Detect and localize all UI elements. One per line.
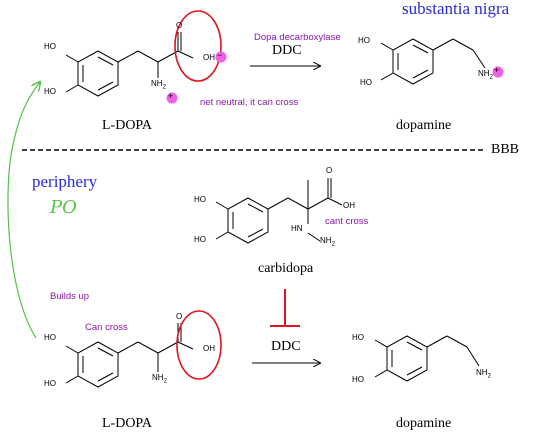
dopamine-bottom-label: dopamine <box>396 416 452 431</box>
ldopa-bottom-label: L-DOPA <box>102 416 153 431</box>
periphery-label: periphery <box>32 172 98 191</box>
green-arrow <box>7 82 40 339</box>
dopamine-top-structure <box>380 38 486 85</box>
dopamine-bottom-structure <box>374 335 480 382</box>
carbidopa-structure <box>215 178 343 244</box>
enzyme-top-label: DDC <box>272 43 302 58</box>
carbidopa-ho-1: HO <box>194 195 206 204</box>
inhibition-symbol <box>270 289 300 327</box>
dopamine-bottom-ho-2: HO <box>352 375 364 384</box>
dopamine-bottom-ho-1: HO <box>352 333 364 342</box>
positive-charge-glyph-ldopa: + <box>168 91 174 101</box>
ldopa-bottom-oh: OH <box>203 344 215 353</box>
carbidopa-oh: OH <box>343 201 355 210</box>
carbidopa-hn: HN <box>291 224 303 233</box>
ldopa-top-carbonyl-o: O <box>176 21 183 30</box>
carboxyl-circle-top <box>174 10 222 82</box>
dopamine-top-ho-1: HO <box>358 36 370 45</box>
enzyme-full-name-note: Dopa decarboxylase <box>254 32 341 43</box>
positive-charge-glyph-dopamine: + <box>494 65 500 75</box>
dopamine-top-ho-2: HO <box>360 78 372 87</box>
ldopa-top-nh2: NH2 <box>151 79 166 91</box>
positive-charge-mark-ldopa <box>166 92 178 104</box>
dopamine-top-nh2: NH2 <box>478 69 493 81</box>
route-label: PO <box>50 197 77 218</box>
ldopa-bottom-ho-1: HO <box>44 333 56 342</box>
can-cross-note: Can cross <box>85 322 128 333</box>
ldopa-top-ho-2: HO <box>44 87 56 96</box>
ldopa-top-ho-1: HO <box>44 42 56 51</box>
ldopa-top-oh: OH <box>203 53 215 62</box>
carboxyl-circle-bottom <box>176 310 222 380</box>
net-neutral-note: net neutral, it can cross <box>200 97 299 108</box>
carbidopa-carbonyl-o: O <box>326 166 333 175</box>
ldopa-bottom-ho-2: HO <box>44 379 56 388</box>
cant-cross-note: cant cross <box>325 216 369 227</box>
builds-up-note: Builds up <box>50 291 90 302</box>
enzyme-bottom-label: DDC <box>271 339 301 354</box>
negative-charge-glyph: − <box>217 50 223 60</box>
negative-charge-mark <box>215 51 227 63</box>
carbidopa-nh2: NH2 <box>320 236 335 248</box>
ldopa-bottom-carbonyl-o: O <box>176 312 183 321</box>
ldopa-bottom-nh2: NH2 <box>152 373 167 385</box>
carbidopa-ho-2: HO <box>194 235 206 244</box>
dopamine-bottom-nh2: NH2 <box>476 368 491 380</box>
dopamine-top-label: dopamine <box>396 118 452 133</box>
ldopa-top-label: L-DOPA <box>102 118 153 133</box>
positive-charge-mark-dopamine <box>492 66 504 78</box>
ldopa-top-structure <box>65 32 194 97</box>
carbidopa-label: carbidopa <box>258 261 314 276</box>
substantia-nigra-label: substantia nigra <box>402 0 510 18</box>
bbb-label: BBB <box>491 142 520 157</box>
